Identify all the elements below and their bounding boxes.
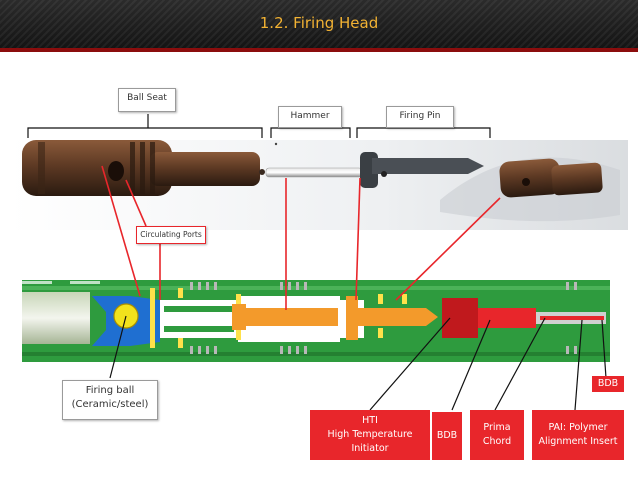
firing-ball-text-line2: (Ceramic/steel) bbox=[71, 399, 149, 410]
pointer-hti bbox=[369, 317, 451, 411]
firing-ball-label: Firing ball (Ceramic/steel) bbox=[62, 380, 158, 420]
ball-seat-bracket bbox=[27, 127, 263, 138]
firing-pin-bracket bbox=[356, 127, 491, 138]
firing-pin-part bbox=[360, 152, 484, 188]
pai-text-line1: PAI: Polymer bbox=[548, 422, 608, 434]
pointer-prima bbox=[494, 317, 546, 411]
bdb-top-text: BDB bbox=[597, 378, 619, 390]
header-rule bbox=[0, 48, 638, 52]
pai-label: PAI: Polymer Alignment Insert bbox=[532, 410, 624, 460]
pointer-end-sub bbox=[395, 197, 501, 301]
ball-seat-text: Ball Seat bbox=[127, 93, 167, 103]
red-pointers bbox=[101, 165, 501, 310]
ball-seat-label: Ball Seat bbox=[118, 88, 176, 112]
bdb-bottom-text: BDB bbox=[436, 430, 458, 442]
hti-text-line2: High Temperature bbox=[327, 429, 413, 441]
hti-label: HTI High Temperature Initiator bbox=[310, 410, 430, 460]
slide-header: 1.2. Firing Head bbox=[0, 0, 638, 48]
prima-text-line1: Prima bbox=[483, 422, 511, 434]
prima-chord-line bbox=[540, 316, 604, 320]
thread-pattern bbox=[190, 282, 577, 354]
firing-pin-text: Firing Pin bbox=[399, 111, 441, 121]
pointer-pai bbox=[574, 319, 583, 411]
tool-photo bbox=[10, 140, 628, 230]
bdb-top-label: BDB bbox=[592, 376, 624, 392]
pointer-bdb bbox=[451, 319, 491, 411]
label-brackets bbox=[27, 114, 491, 138]
pai-text-line2: Alignment Insert bbox=[538, 436, 618, 447]
black-pointers bbox=[109, 315, 607, 411]
slide-title: 1.2. Firing Head bbox=[259, 14, 379, 32]
inner-bore bbox=[160, 300, 238, 338]
prima-chord-label: Prima Chord bbox=[470, 410, 524, 460]
circulating-ports-label: Circulating Ports bbox=[136, 226, 206, 244]
hammer-text: Hammer bbox=[290, 111, 330, 121]
hammer-orange bbox=[238, 308, 338, 326]
firing-ball-text-line1: Firing ball bbox=[85, 385, 135, 396]
bdb-bottom-label: BDB bbox=[432, 412, 462, 460]
hti-body bbox=[442, 298, 478, 338]
circulating-port-hole bbox=[108, 161, 124, 181]
ball-seat-part bbox=[22, 140, 265, 196]
hti-text-line3: Initiator bbox=[351, 442, 389, 454]
hammer-label: Hammer bbox=[278, 106, 342, 128]
cross-section bbox=[22, 280, 610, 362]
circulating-ports-text: Circulating Ports bbox=[140, 230, 202, 239]
firing-pin-label: Firing Pin bbox=[386, 106, 454, 128]
prima-text-line2: Chord bbox=[482, 436, 512, 447]
firing-pin-orange bbox=[358, 308, 426, 326]
hammer-bracket bbox=[270, 127, 351, 138]
bdb-body bbox=[478, 308, 536, 328]
bore-cylinder bbox=[22, 292, 90, 344]
pointer-bdb-top bbox=[601, 319, 607, 379]
pointer-ball-seat-to-label bbox=[125, 179, 147, 227]
end-sub-part bbox=[499, 158, 603, 198]
pointer-firing-ball bbox=[109, 315, 127, 379]
hti-text-line1: HTI bbox=[362, 415, 378, 427]
pointer-port-to-section bbox=[101, 165, 141, 297]
header-texture bbox=[0, 0, 638, 48]
pointer-firing-pin bbox=[355, 177, 361, 301]
